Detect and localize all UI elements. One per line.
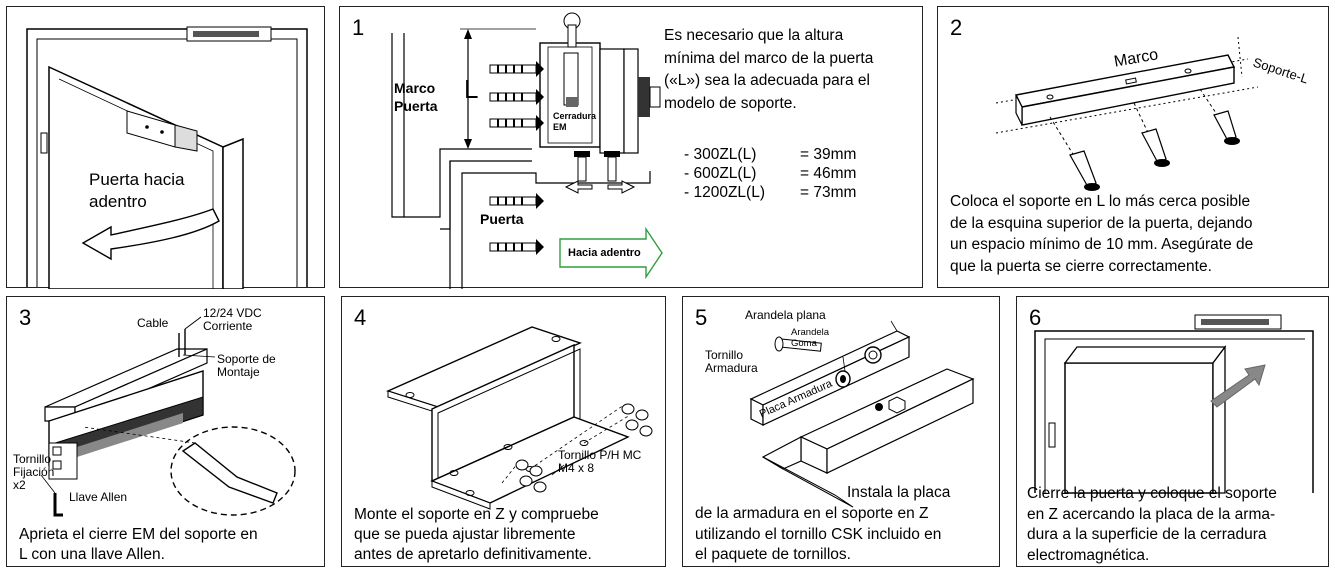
door-opening-illustration [26, 26, 308, 289]
panel-step-3: 3 Cable 12/24 VDC Corriente Soporte de M… [6, 296, 325, 567]
dimension-l-label: L [464, 74, 479, 104]
step-6-description: Cierre la puerta y coloque el soporte en… [1027, 485, 1277, 564]
panel-step-6: 6 Cierre la puerta y coloque el soporte … [1016, 296, 1329, 567]
panel-step-1: 1 Marco Puerta L Cerradura EM Puerta Hac… [339, 6, 923, 289]
bracket-spec-list: - 300ZL(L) = 39mm - 600ZL(L) = 46mm - 1200… [684, 145, 856, 202]
em-lock-mount-illustration [40, 316, 296, 517]
spec-value: = 46mm [800, 165, 857, 182]
power-label: 12/24 VDC Corriente [203, 306, 262, 333]
mounting-bracket-label: Soporte de Montaje [217, 352, 276, 379]
step-5-description-first-line: Instala la placa [847, 484, 951, 501]
step-number: 5 [695, 305, 708, 330]
screw-label: Tornillo P/H MC M4 x 8 [558, 448, 642, 475]
spec-model: - 1200ZL(L) [684, 184, 765, 201]
panel-step-2: 2 Marco Soporte-L Coloca el soporte en L… [937, 6, 1329, 288]
panel-step-4: 4 Tornillo P/H MC M4 x 8 Monte el soport… [341, 296, 666, 567]
em-lock-label: Cerradura EM [553, 111, 597, 132]
step-number: 2 [950, 15, 963, 40]
door-inward-label: Puerta hacia adentro [89, 170, 185, 211]
z-bracket-illustration [386, 326, 653, 510]
step-4-description: Monte el soporte en Z y compruebe que se… [354, 506, 599, 563]
door-label: Puerta [480, 211, 524, 227]
l-bracket-illustration [995, 36, 1259, 191]
inward-direction-label: Hacia adentro [568, 247, 641, 259]
flat-washer-label: Arandela plana [745, 308, 826, 322]
cable-label: Cable [137, 316, 169, 330]
step-3-description: Aprieta el cierre EM del soporte en L co… [19, 526, 258, 563]
fixing-screw-label: Tornillo Fijación x2 [13, 452, 55, 492]
frame-label: Marco Puerta [394, 80, 438, 114]
spec-model: - 600ZL(L) [684, 165, 757, 182]
spec-value: = 39mm [800, 146, 857, 163]
spec-row: - 600ZL(L) = 46mm [684, 164, 856, 183]
step-number: 1 [352, 15, 365, 40]
armature-plate-illustration [749, 320, 975, 508]
armature-screw-label: Tornillo Armadura [705, 348, 758, 375]
step-number: 4 [354, 305, 367, 330]
panel-step-5: 5 Arandela plana Arandela Goma Tornillo … [682, 296, 1000, 567]
step-number: 3 [19, 305, 32, 330]
step-1-description: Es necesario que la altura mínima del ma… [664, 27, 874, 112]
step-number: 6 [1029, 305, 1042, 330]
spec-model: - 300ZL(L) [684, 146, 757, 163]
step-5-description: de la armadura en el soporte en Z utiliz… [695, 505, 942, 563]
frame-height-illustration [391, 12, 663, 289]
step-2-description: Coloca el soporte en L lo más cerca posi… [950, 193, 1254, 275]
spec-row: - 300ZL(L) = 39mm [684, 145, 856, 164]
spec-row: - 1200ZL(L) = 73mm [684, 183, 856, 202]
door-closing-illustration [1034, 314, 1314, 494]
panel-door-opening: Puerta hacia adentro [6, 6, 325, 289]
rubber-washer-label: Arandela Goma [791, 327, 830, 349]
allen-key-label: Llave Allen [69, 490, 128, 504]
spec-value: = 73mm [800, 184, 857, 201]
